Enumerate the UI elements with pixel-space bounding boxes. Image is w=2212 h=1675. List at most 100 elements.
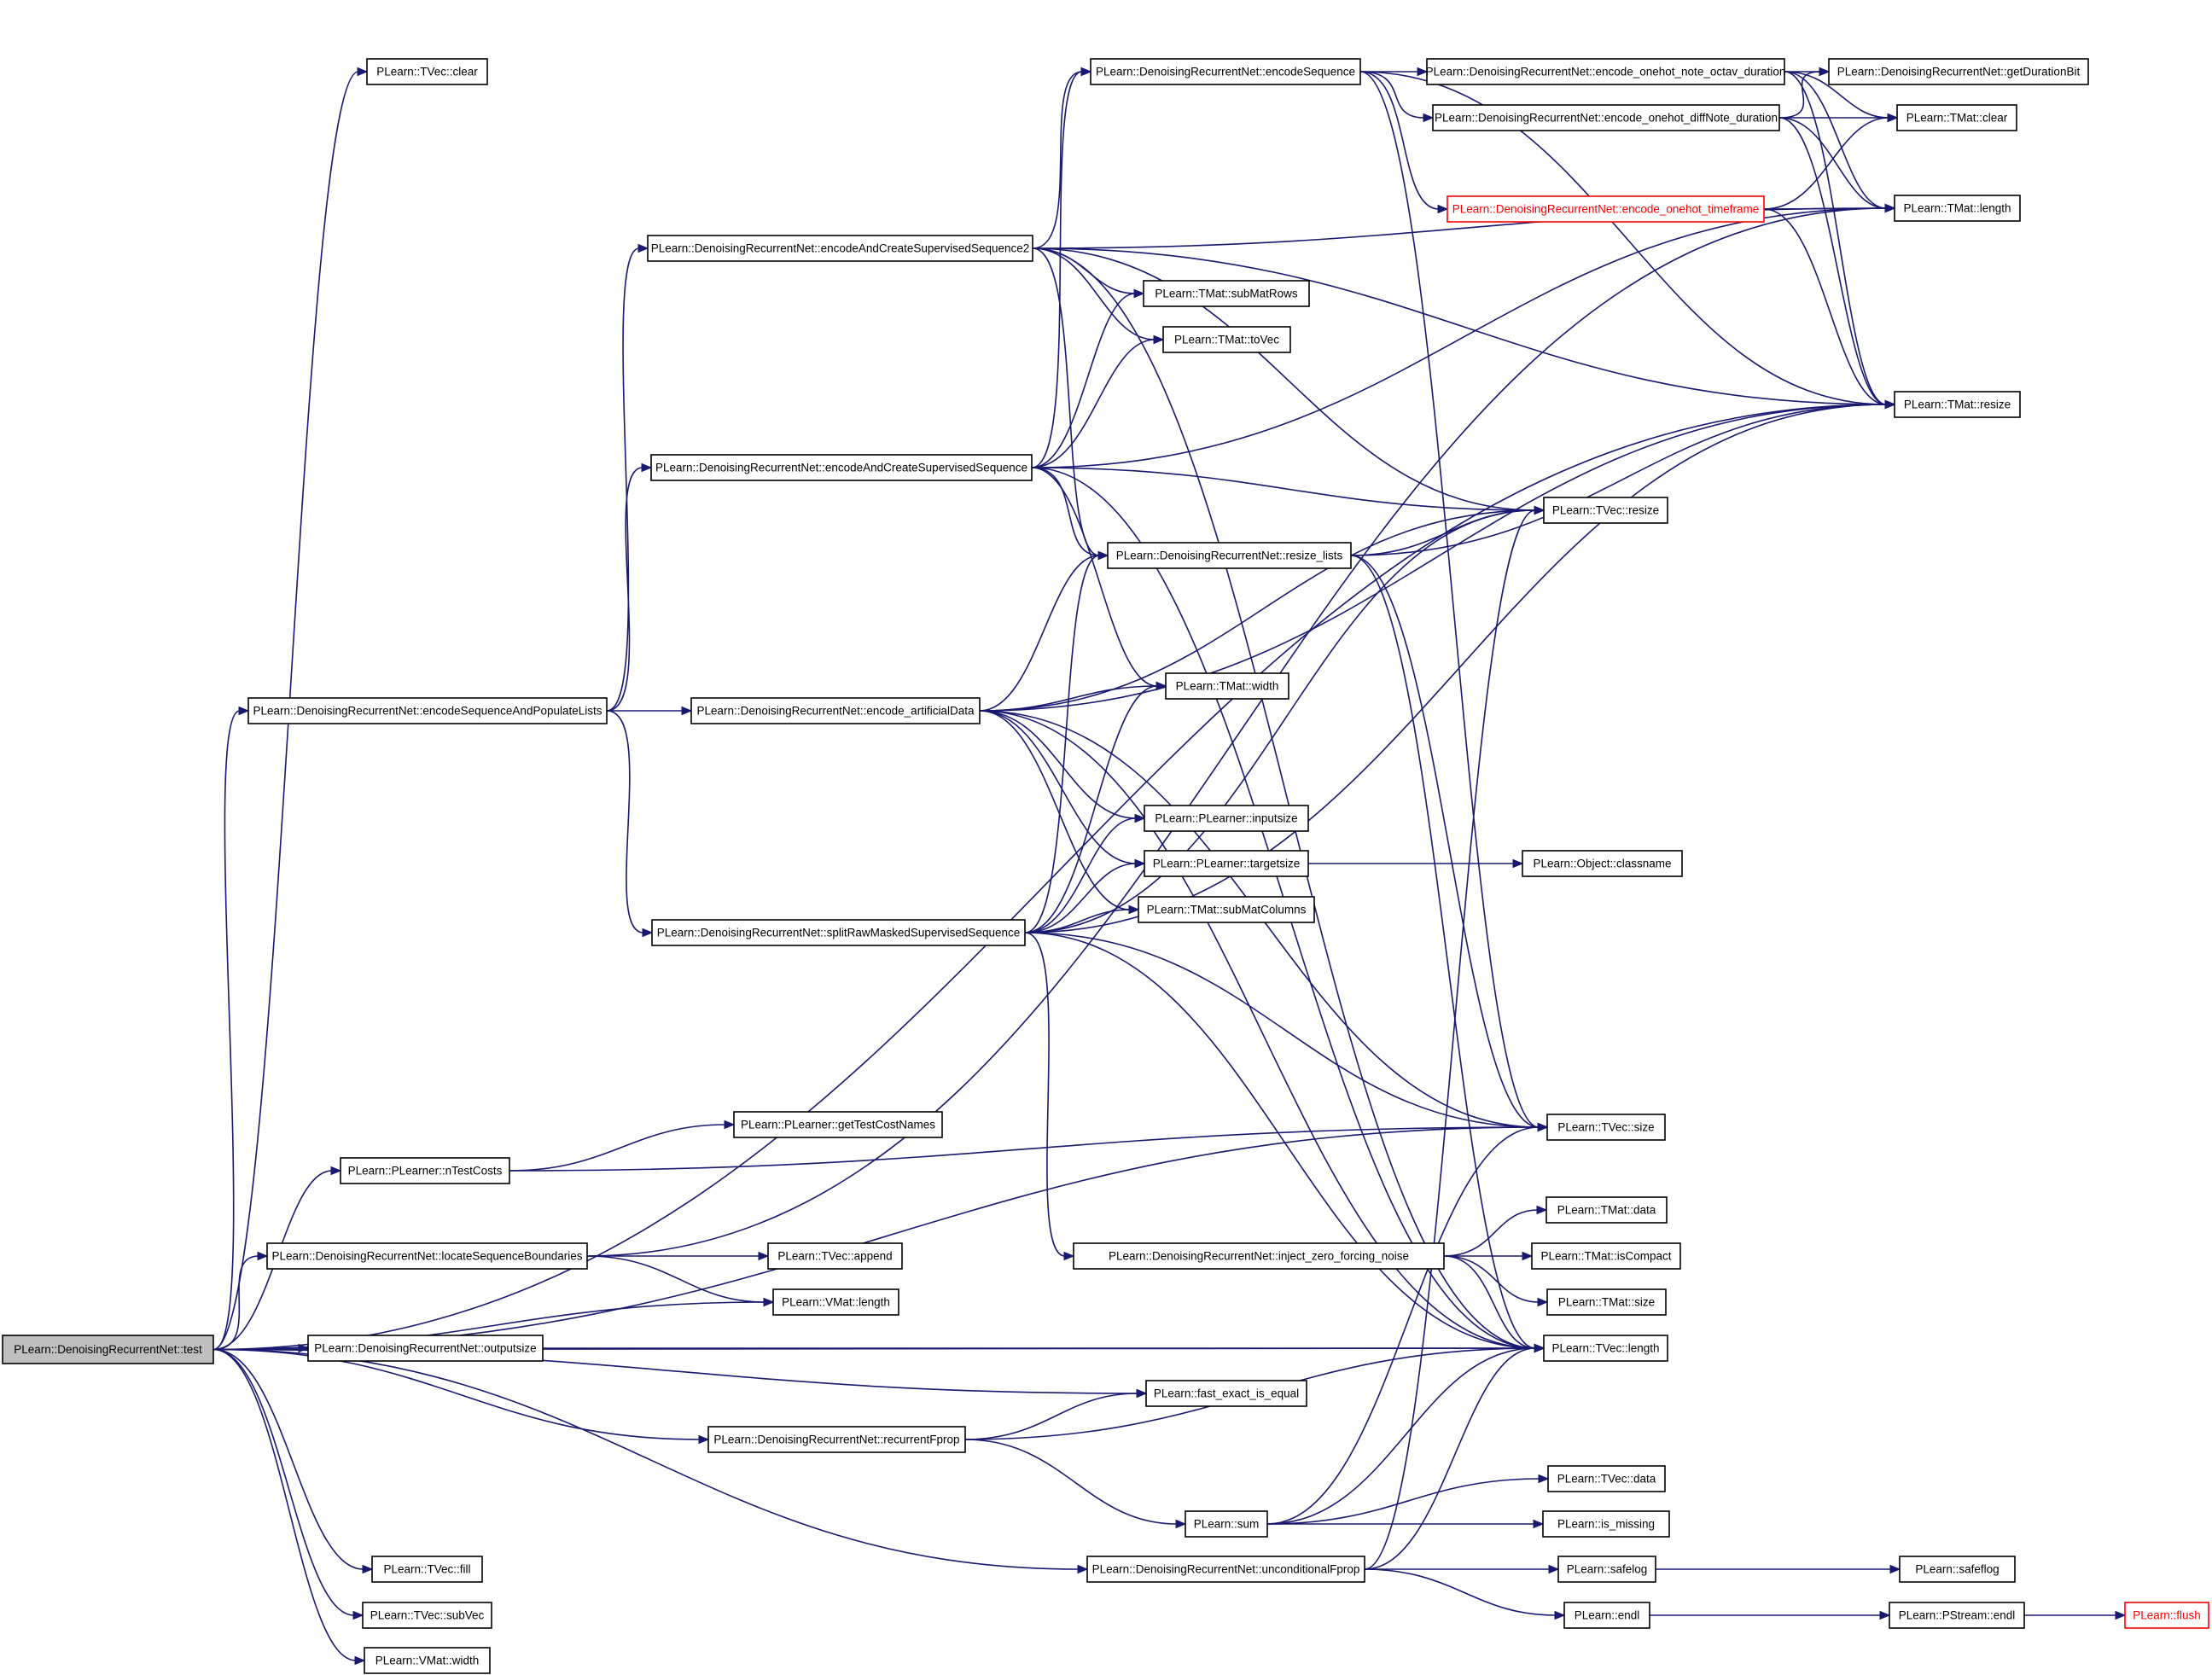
node-box <box>307 1335 544 1362</box>
node-inject[interactable]: PLearn::DenoisingRecurrentNet::inject_ze… <box>1073 1242 1445 1270</box>
node-label: PLearn::TMat::size <box>1558 1296 1655 1309</box>
node-tvec_clear[interactable]: PLearn::TVec::clear <box>366 58 488 85</box>
node-layer: PLearn::DenoisingRecurrentNet::testPLear… <box>2 58 2209 1674</box>
edge-eacss-to-tmat_width <box>1031 467 1167 691</box>
node-tvec_data[interactable]: PLearn::TVec::data <box>1547 1465 1666 1492</box>
node-label: PLearn::DenoisingRecurrentNet::inject_ze… <box>1109 1250 1409 1263</box>
node-enc_note_octav[interactable]: PLearn::DenoisingRecurrentNet::encode_on… <box>1426 58 1786 85</box>
node-box <box>1542 1510 1670 1538</box>
edge-line <box>1350 555 1540 1128</box>
node-tmat_length[interactable]: PLearn::TMat::length <box>1894 195 2021 222</box>
node-label: PLearn::TMat::data <box>1557 1204 1656 1217</box>
node-vmat_length[interactable]: PLearn::VMat::length <box>772 1288 899 1316</box>
edge-test-to-vmat_width <box>212 1348 366 1666</box>
node-tmat_resize[interactable]: PLearn::TMat::resize <box>1894 391 2021 418</box>
edge-inject-to-isCompact <box>1444 1251 1534 1261</box>
node-vmat_width[interactable]: PLearn::VMat::width <box>364 1647 491 1674</box>
edge-eacss-to-tvec_resize <box>1031 467 1545 515</box>
node-tmat_size[interactable]: PLearn::TMat::size <box>1546 1288 1667 1316</box>
edge-arrowhead <box>1097 550 1109 561</box>
node-sum[interactable]: PLearn::sum <box>1185 1510 1268 1538</box>
node-getTestCostNames[interactable]: PLearn::PLearner::getTestCostNames <box>733 1111 943 1138</box>
edge-line <box>979 710 1131 910</box>
edge-arrowhead <box>724 1120 736 1130</box>
node-box <box>1432 104 1780 131</box>
node-tvec_resize[interactable]: PLearn::TVec::resize <box>1543 497 1668 524</box>
node-tmat_data[interactable]: PLearn::TMat::data <box>1545 1196 1668 1224</box>
node-box <box>1889 1602 2025 1629</box>
node-toVec[interactable]: PLearn::TMat::toVec <box>1162 326 1291 353</box>
node-enc_diffNote[interactable]: PLearn::DenoisingRecurrentNet::encode_on… <box>1432 104 1780 131</box>
node-resize_lists[interactable]: PLearn::DenoisingRecurrentNet::resize_li… <box>1107 542 1352 569</box>
edge-arrowhead <box>2115 1610 2127 1620</box>
node-tmat_clear[interactable]: PLearn::TMat::clear <box>1896 104 2017 131</box>
edge-split-to-targetsize <box>1024 858 1146 933</box>
edge-line <box>212 1348 355 1616</box>
edge-arrowhead <box>1423 113 1435 123</box>
node-label: PLearn::TVec::clear <box>376 66 478 79</box>
edge-espl-to-enc_art <box>606 706 693 716</box>
node-box <box>1896 104 2017 131</box>
node-nTestCosts[interactable]: PLearn::PLearner::nTestCosts <box>340 1157 510 1184</box>
node-label: PLearn::TMat::width <box>1176 680 1279 693</box>
node-label: PLearn::DenoisingRecurrentNet::outputsiz… <box>314 1342 536 1355</box>
node-test[interactable]: PLearn::DenoisingRecurrentNet::test <box>2 1335 214 1364</box>
node-tvec_size[interactable]: PLearn::TVec::size <box>1546 1114 1666 1141</box>
node-eacss[interactable]: PLearn::DenoisingRecurrentNet::encodeAnd… <box>650 454 1033 481</box>
node-fast_exact[interactable]: PLearn::fast_exact_is_equal <box>1145 1380 1307 1407</box>
node-enc_timeframe[interactable]: PLearn::DenoisingRecurrentNet::encode_on… <box>1447 195 1765 223</box>
node-label: PLearn::VMat::length <box>782 1296 890 1309</box>
edge-arrowhead <box>354 1655 366 1666</box>
node-eacss2[interactable]: PLearn::DenoisingRecurrentNet::encodeAnd… <box>647 235 1033 262</box>
edge-arrowhead <box>1080 67 1092 77</box>
node-split[interactable]: PLearn::DenoisingRecurrentNet::splitRawM… <box>651 919 1026 946</box>
node-isCompact[interactable]: PLearn::TMat::isCompact <box>1531 1242 1681 1270</box>
node-label: PLearn::VMat::width <box>375 1655 480 1667</box>
node-safelog1[interactable]: PLearn::safelog <box>1557 1556 1656 1583</box>
node-label: PLearn::DenoisingRecurrentNet::recurrent… <box>713 1434 959 1446</box>
node-outputsize[interactable]: PLearn::DenoisingRecurrentNet::outputsiz… <box>307 1335 544 1362</box>
edge-arrowhead <box>763 1297 775 1307</box>
edge-line <box>1350 509 1536 556</box>
node-inputsize[interactable]: PLearn::PLearner::inputsize <box>1144 805 1309 832</box>
edge-lsb-to-vmat_length <box>586 1255 775 1307</box>
edge-line <box>1266 1478 1540 1525</box>
node-tmat_width[interactable]: PLearn::TMat::width <box>1165 672 1289 700</box>
node-tvec_length[interactable]: PLearn::TVec::length <box>1543 1335 1668 1362</box>
node-enc_art[interactable]: PLearn::DenoisingRecurrentNet::encode_ar… <box>690 697 981 724</box>
node-flush[interactable]: PLearn::flush <box>2124 1602 2209 1629</box>
edge-line <box>1778 117 1887 405</box>
edge-sum-to-tvec_data <box>1266 1474 1550 1525</box>
node-uncondFprop[interactable]: PLearn::DenoisingRecurrentNet::unconditi… <box>1086 1556 1365 1583</box>
edge-line <box>1359 71 1440 210</box>
node-safeflog[interactable]: PLearn::safeflog <box>1899 1556 2016 1583</box>
node-box <box>366 58 488 85</box>
edge-line <box>212 1255 259 1351</box>
node-targetsize[interactable]: PLearn::PLearner::targetsize <box>1144 850 1309 877</box>
node-espl[interactable]: PLearn::DenoisingRecurrentNet::encodeSeq… <box>247 697 608 724</box>
node-subMatColumns[interactable]: PLearn::TMat::subMatColumns <box>1138 896 1315 923</box>
edge-arrowhead <box>238 706 250 716</box>
node-classname[interactable]: PLearn::Object::classname <box>1522 850 1683 877</box>
node-box <box>1138 896 1315 923</box>
edge-eacss-to-resize_lists <box>1031 467 1109 561</box>
node-label: PLearn::DenoisingRecurrentNet::getDurati… <box>1837 66 2081 79</box>
node-is_missing[interactable]: PLearn::is_missing <box>1542 1510 1670 1538</box>
node-recurrentFprop[interactable]: PLearn::DenoisingRecurrentNet::recurrent… <box>707 1426 966 1453</box>
node-box <box>1165 672 1289 700</box>
node-pstream_endl[interactable]: PLearn::PStream::endl <box>1889 1602 2025 1629</box>
node-lsb[interactable]: PLearn::DenoisingRecurrentNet::locateSeq… <box>266 1242 588 1270</box>
node-getDurationBit[interactable]: PLearn::DenoisingRecurrentNet::getDurati… <box>1828 58 2089 85</box>
node-subMatRows[interactable]: PLearn::TMat::subMatRows <box>1143 280 1310 307</box>
node-subVec[interactable]: PLearn::TVec::subVec <box>362 1602 492 1629</box>
edge-line <box>212 1348 701 1440</box>
node-label: PLearn::PLearner::nTestCosts <box>348 1165 503 1178</box>
edge-line <box>979 509 1536 712</box>
node-encodeSequence[interactable]: PLearn::DenoisingRecurrentNet::encodeSeq… <box>1090 58 1361 85</box>
node-endl1[interactable]: PLearn::endl <box>1563 1602 1650 1629</box>
edge-line <box>979 404 1887 712</box>
node-tvec_append[interactable]: PLearn::TVec::append <box>767 1242 903 1270</box>
edge-line <box>964 1393 1138 1440</box>
node-tvec_fill[interactable]: PLearn::TVec::fill <box>371 1556 483 1583</box>
edge-line <box>1024 555 1100 933</box>
